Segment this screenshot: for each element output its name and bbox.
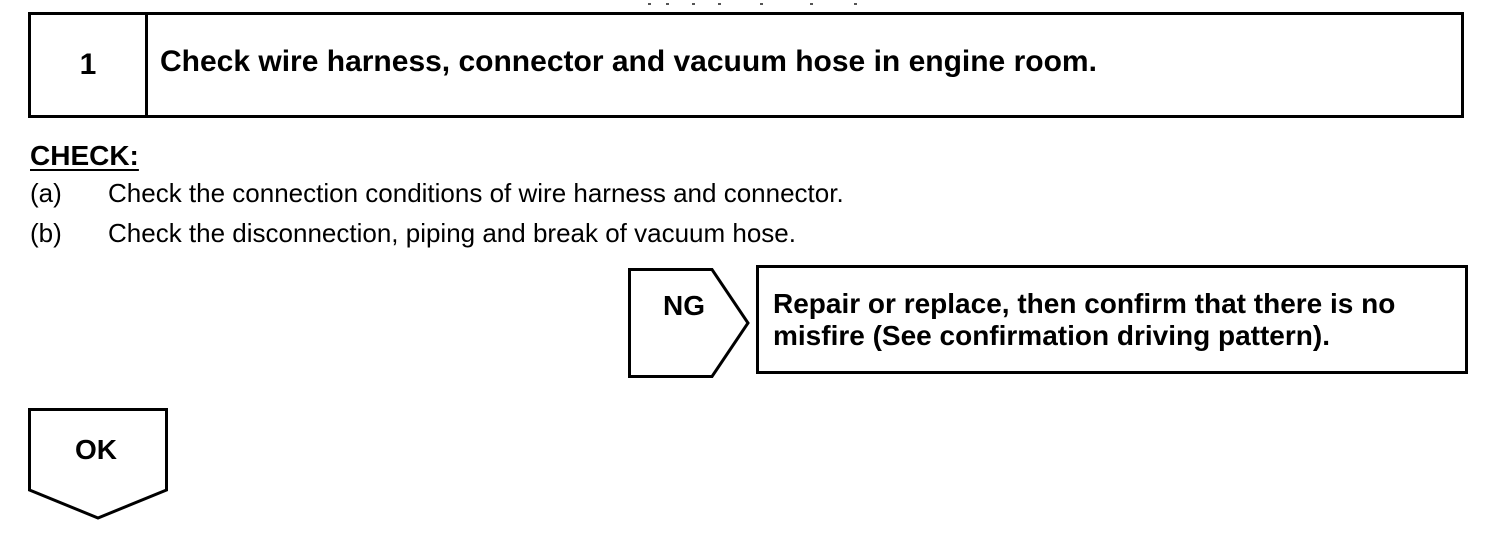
check-item-text: Check the disconnection, piping and brea… <box>108 218 796 248</box>
ng-action-line-1: Repair or replace, then confirm that the… <box>773 288 1396 319</box>
ok-arrow-shape <box>28 408 168 520</box>
ng-label: NG <box>663 290 705 321</box>
check-item-marker: (b) <box>30 218 62 248</box>
step-title: Check wire harness, connector and vacuum… <box>160 45 1097 78</box>
scan-artifact-marks <box>648 3 857 5</box>
ng-arrow-shape <box>628 268 750 378</box>
check-item-marker: (a) <box>30 178 62 208</box>
check-heading: CHECK: <box>30 140 139 171</box>
step-header-box: 1 Check wire harness, connector and vacu… <box>28 12 1464 118</box>
ng-action-box: Repair or replace, then confirm that the… <box>756 265 1468 374</box>
check-item-b: (b) Check the disconnection, piping and … <box>30 218 796 249</box>
check-item-text: Check the connection conditions of wire … <box>108 178 844 208</box>
step-number: 1 <box>31 15 148 115</box>
check-item-a: (a) Check the connection conditions of w… <box>30 178 844 209</box>
ng-action-line-2: misfire (See confirmation driving patter… <box>773 320 1330 351</box>
ok-label: OK <box>75 434 117 465</box>
